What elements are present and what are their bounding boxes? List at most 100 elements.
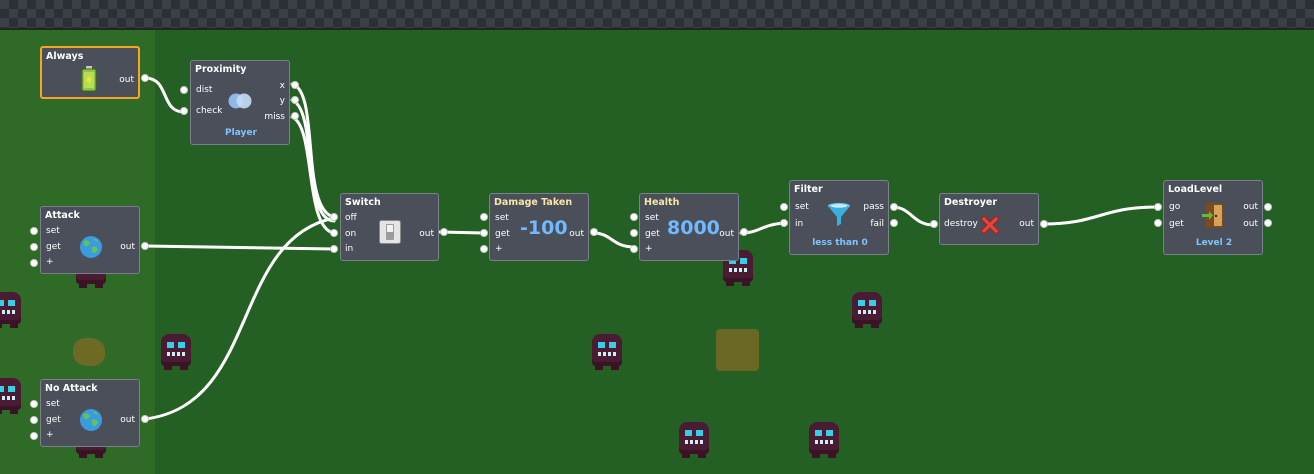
port-label: set (495, 213, 509, 223)
port-label: get (46, 242, 61, 252)
damage-taken-node[interactable]: Damage Taken set get + -100 out (489, 193, 589, 261)
overlap-circles-icon (228, 93, 252, 109)
node-title: Switch (345, 197, 381, 208)
proximity-y-port[interactable] (291, 96, 299, 104)
health-get-port[interactable] (630, 229, 638, 237)
wire-filter-destroyer (890, 205, 936, 227)
health-value: 8000 (667, 217, 720, 239)
load-level-out1-port[interactable] (1264, 203, 1272, 211)
port-label: miss (264, 112, 285, 122)
port-label: x (279, 81, 285, 91)
wire-noattack-switch (143, 216, 336, 421)
port-label: out (419, 229, 434, 239)
switch-on-port[interactable] (330, 229, 338, 237)
damage-get-port[interactable] (480, 229, 488, 237)
always-out-port[interactable] (141, 74, 149, 82)
globe-icon (80, 236, 102, 258)
destroyer-node[interactable]: Destroyer destroy out (939, 193, 1039, 245)
switch-off-port[interactable] (330, 213, 338, 221)
node-title: Damage Taken (494, 197, 573, 208)
attack-plus-port[interactable] (30, 259, 38, 267)
filter-node[interactable]: Filter set in pass fail less than 0 (789, 180, 889, 255)
battery-icon (81, 66, 97, 92)
no-attack-out-port[interactable] (141, 415, 149, 423)
proximity-node[interactable]: Proximity dist check x y miss Player (190, 60, 290, 145)
port-label: out (119, 75, 134, 85)
no-attack-set-port[interactable] (30, 400, 38, 408)
attack-node[interactable]: Attack set get + out (40, 206, 140, 274)
port-label: dist (196, 85, 213, 95)
damage-plus-port[interactable] (480, 245, 488, 253)
filter-fail-port[interactable] (890, 219, 898, 227)
port-label: out (1243, 202, 1258, 212)
health-out-port[interactable] (740, 228, 748, 236)
port-label: get (46, 415, 61, 425)
health-set-port[interactable] (630, 213, 638, 221)
attack-set-port[interactable] (30, 227, 38, 235)
attack-out-port[interactable] (141, 242, 149, 250)
proximity-check-port[interactable] (180, 107, 188, 115)
load-level-node[interactable]: LoadLevel go get out out Level 2 (1163, 180, 1263, 255)
monster-sprite (0, 290, 24, 328)
node-title: LoadLevel (1168, 184, 1223, 195)
switch-node[interactable]: Switch off on in out (340, 193, 439, 261)
port-label: out (1243, 219, 1258, 229)
monster-sprite (158, 332, 194, 370)
door-icon (1202, 203, 1223, 228)
load-level-out2-port[interactable] (1264, 219, 1272, 227)
port-label: get (1169, 219, 1184, 229)
wire-proximity-miss-switch (290, 115, 336, 235)
port-label: off (345, 213, 357, 223)
monster-sprite (676, 420, 712, 458)
port-label: + (46, 257, 54, 267)
monster-sprite (806, 420, 842, 458)
port-label: + (46, 430, 54, 440)
red-x-icon (980, 215, 1000, 235)
wire-damage-health (591, 231, 636, 249)
switch-out-port[interactable] (440, 228, 448, 236)
damage-set-port[interactable] (480, 213, 488, 221)
port-label: set (645, 213, 659, 223)
destroyer-out-port[interactable] (1040, 220, 1048, 228)
damage-out-port[interactable] (590, 228, 598, 236)
port-label: check (196, 106, 223, 116)
port-label: set (46, 399, 60, 409)
port-label: pass (863, 202, 884, 212)
proximity-x-port[interactable] (291, 81, 299, 89)
node-title: Filter (794, 184, 823, 195)
always-node[interactable]: Always out (40, 46, 140, 99)
health-plus-port[interactable] (630, 245, 638, 253)
damage-value: -100 (520, 217, 568, 239)
port-label: set (795, 202, 809, 212)
load-level-get-port[interactable] (1154, 219, 1162, 227)
switch-in-port[interactable] (330, 245, 338, 253)
no-attack-plus-port[interactable] (30, 432, 38, 440)
filter-in-port[interactable] (780, 219, 788, 227)
load-level-go-port[interactable] (1154, 203, 1162, 211)
port-label: get (495, 229, 510, 239)
filter-pass-port[interactable] (890, 203, 898, 211)
wire-always-proximity (143, 76, 186, 114)
filter-set-port[interactable] (780, 203, 788, 211)
no-attack-get-port[interactable] (30, 416, 38, 424)
health-node[interactable]: Health set get + 8000 out (639, 193, 739, 261)
no-attack-node[interactable]: No Attack set get + out (40, 379, 140, 447)
port-label: fail (870, 219, 884, 229)
port-label: out (1019, 219, 1034, 229)
yellow-blob-sprite (73, 338, 105, 366)
proximity-miss-port[interactable] (291, 112, 299, 120)
node-title: No Attack (45, 383, 98, 394)
load-level-target-label: Level 2 (1195, 238, 1233, 248)
monster-sprite (849, 290, 885, 328)
node-title: Proximity (195, 64, 247, 75)
port-label: in (345, 244, 354, 254)
destroyer-destroy-port[interactable] (930, 220, 938, 228)
attack-get-port[interactable] (30, 243, 38, 251)
port-label: y (279, 96, 285, 106)
globe-icon (80, 409, 102, 431)
node-title: Health (644, 197, 680, 208)
monster-sprite (589, 332, 625, 370)
monster-sprite (0, 376, 24, 414)
proximity-dist-port[interactable] (180, 86, 188, 94)
toggle-switch-icon (379, 220, 401, 244)
